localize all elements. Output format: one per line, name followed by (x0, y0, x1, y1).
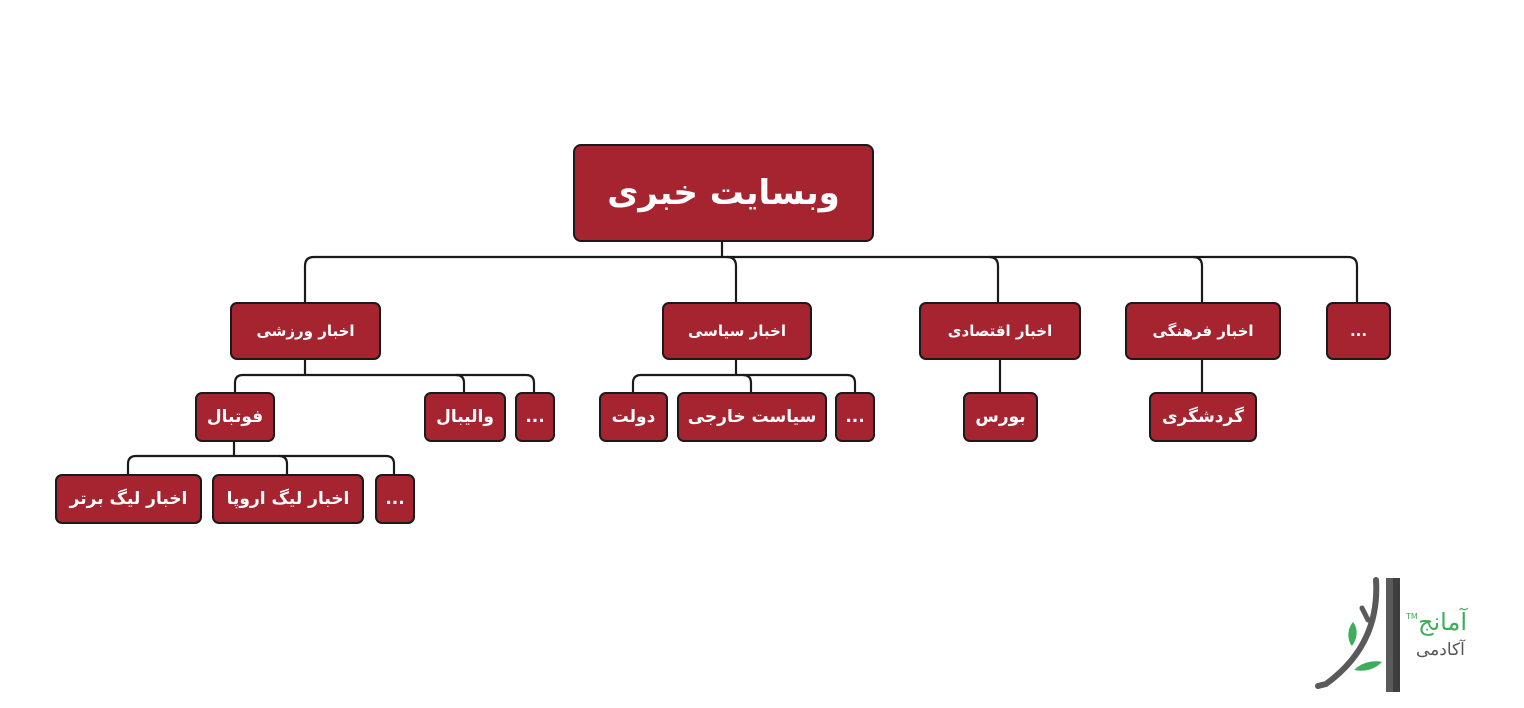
node-government: دولت (599, 392, 668, 442)
node-label: اخبار ورزشی (256, 322, 355, 340)
node-label: ... (525, 407, 545, 427)
node-sports-more: ... (515, 392, 555, 442)
node-europe-league-news: اخبار لیگ اروپا (212, 474, 364, 524)
node-label: دولت (611, 407, 656, 427)
node-label: فوتبال (206, 407, 264, 427)
node-label: بورس (975, 407, 1026, 427)
node-label: گردشگری (1162, 407, 1244, 427)
node-label: سیاست خارجی (687, 407, 817, 427)
node-label: ... (1349, 322, 1368, 340)
node-economy-news: اخبار اقتصادی (919, 302, 1081, 360)
node-football: فوتبال (195, 392, 275, 442)
node-label: اخبار لیگ برتر (69, 489, 188, 509)
logo-subtitle: آکادمی (1416, 640, 1465, 660)
node-volleyball: والیبال (424, 392, 506, 442)
amanj-logo-icon (1315, 577, 1400, 692)
node-premier-league-news: اخبار لیگ برتر (55, 474, 202, 524)
node-label: ... (385, 489, 405, 509)
node-foreign-policy: سیاست خارجی (677, 392, 827, 442)
root-node: وبسایت خبری (573, 144, 874, 242)
node-label: اخبار سیاسی (688, 322, 786, 340)
node-politics-news: اخبار سیاسی (662, 302, 812, 360)
node-label: اخبار لیگ اروپا (226, 489, 350, 509)
node-more-categories: ... (1326, 302, 1391, 360)
node-football-more: ... (375, 474, 415, 524)
node-label: ... (845, 407, 865, 427)
node-politics-more: ... (835, 392, 875, 442)
logo-title: آمانج (1418, 608, 1468, 636)
node-culture-news: اخبار فرهنگی (1125, 302, 1281, 360)
node-label: والیبال (436, 407, 494, 427)
logo-trademark: TM (1406, 612, 1418, 621)
node-label: اخبار اقتصادی (947, 322, 1053, 340)
node-label: اخبار فرهنگی (1152, 322, 1254, 340)
node-stock-market: بورس (963, 392, 1038, 442)
root-label: وبسایت خبری (607, 173, 840, 213)
node-sports-news: اخبار ورزشی (230, 302, 381, 360)
node-tourism: گردشگری (1149, 392, 1257, 442)
